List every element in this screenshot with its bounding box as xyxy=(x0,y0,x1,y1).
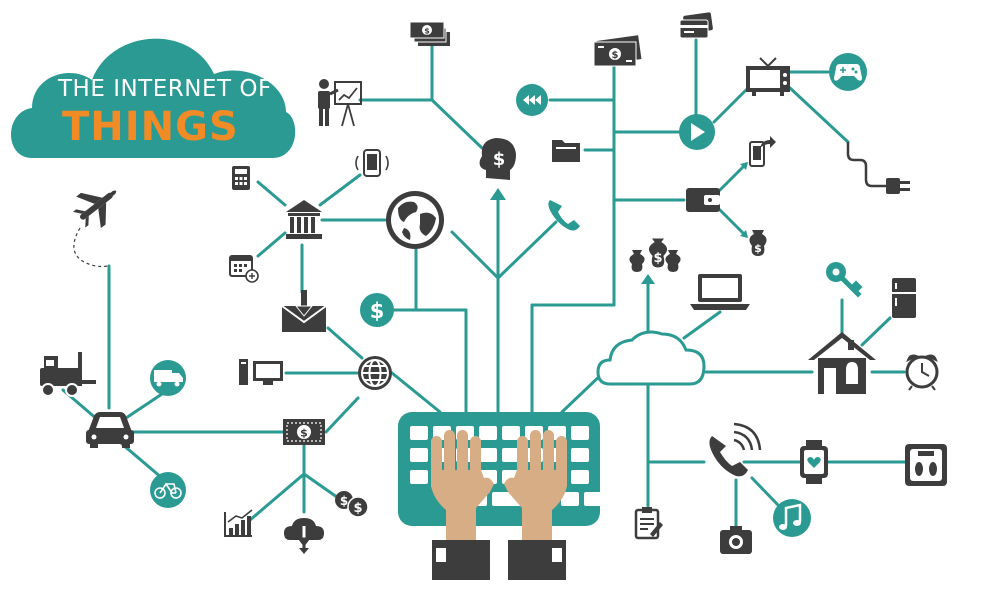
bank-icon xyxy=(286,200,322,239)
money-stack-symbol: $ xyxy=(424,27,430,36)
keyboard-key xyxy=(479,426,497,440)
head-dollar-symbol: $ xyxy=(493,149,506,170)
presenter-icon xyxy=(318,79,362,127)
refrigerator-icon xyxy=(892,278,916,318)
dollar-coin-icon: $ xyxy=(360,293,394,327)
laptop-icon xyxy=(690,274,750,310)
wallet-arrow-up xyxy=(740,162,748,170)
keyboard-key xyxy=(502,426,520,440)
money-bags-icon: $ xyxy=(629,237,681,272)
desktop-computer-icon xyxy=(239,359,283,385)
keyboard-key xyxy=(502,448,520,462)
banknote-symbol: $ xyxy=(300,427,308,440)
forklift-icon xyxy=(40,352,96,397)
alarm-clock-icon xyxy=(905,354,939,391)
keyboard-key xyxy=(410,426,428,440)
keyboard-key xyxy=(571,426,589,440)
car-icon xyxy=(86,412,134,448)
cash-bills-icon: $ xyxy=(593,35,642,67)
growth-chart-icon xyxy=(224,509,253,537)
phone-share-icon xyxy=(749,136,776,167)
play-icon xyxy=(679,114,715,150)
phone-icon xyxy=(548,200,580,231)
coin-symbol-2: $ xyxy=(353,501,362,516)
smart-home-icon xyxy=(808,332,876,394)
television-icon xyxy=(746,57,790,96)
money-bags-symbol: $ xyxy=(653,251,662,266)
coins-icon: $ $ xyxy=(335,491,369,518)
phone-call-icon xyxy=(709,422,762,477)
keyboard-key xyxy=(571,470,589,484)
clipboard-icon xyxy=(634,507,663,540)
keyboard-key xyxy=(584,492,602,506)
calendar-icon xyxy=(229,255,259,283)
keyboard-key xyxy=(571,448,589,462)
title-line-1: THE INTERNET OF xyxy=(57,76,272,102)
money-bag-symbol: $ xyxy=(754,242,762,255)
keyboard-key xyxy=(410,448,428,462)
bicycle-icon xyxy=(150,472,186,508)
right-hand xyxy=(504,430,567,580)
key-icon xyxy=(826,262,863,298)
centre-up-arrow xyxy=(490,188,506,200)
globe-icon xyxy=(386,191,444,249)
folder-icon xyxy=(552,140,580,162)
wallet-arrow-down xyxy=(740,230,748,238)
truck-icon xyxy=(150,360,186,396)
money-stack-icon: $ xyxy=(409,21,450,46)
keyboard-key xyxy=(607,492,625,506)
cloud-up-arrow xyxy=(641,274,655,284)
flight-path xyxy=(73,227,109,268)
cloud-hub-icon xyxy=(596,330,706,386)
smartphone-icon xyxy=(355,149,389,177)
coin-symbol-1: $ xyxy=(340,494,348,508)
keyboard-key xyxy=(410,470,428,484)
left-hand xyxy=(431,430,494,580)
keyboard-key xyxy=(561,492,579,506)
rewind-icon xyxy=(516,84,548,116)
power-plug-icon xyxy=(846,142,910,194)
camera-icon xyxy=(720,526,752,554)
title-line-2: THINGS xyxy=(62,104,239,150)
cloud-title-icon xyxy=(11,38,296,158)
calculator-icon xyxy=(232,166,250,190)
mail-download-icon xyxy=(281,290,327,332)
head-dollar-icon: $ xyxy=(479,138,516,180)
banknote-icon: $ xyxy=(283,419,325,445)
wallet-icon xyxy=(686,188,720,212)
airplane-icon xyxy=(72,190,117,229)
smartwatch-icon xyxy=(800,440,828,484)
hands-icon xyxy=(431,430,567,580)
cash-bills-symbol: $ xyxy=(612,50,619,61)
music-icon xyxy=(773,499,811,537)
scale-icon xyxy=(905,444,947,486)
money-bag-icon: $ xyxy=(749,230,767,256)
connector-lines xyxy=(61,38,907,528)
gamepad-icon xyxy=(829,53,867,91)
cloud-download-icon xyxy=(284,518,324,554)
dollar-coin-symbol: $ xyxy=(370,299,385,323)
keyboard-key xyxy=(479,448,497,462)
web-globe-icon xyxy=(358,356,392,390)
credit-cards-icon xyxy=(679,12,713,39)
